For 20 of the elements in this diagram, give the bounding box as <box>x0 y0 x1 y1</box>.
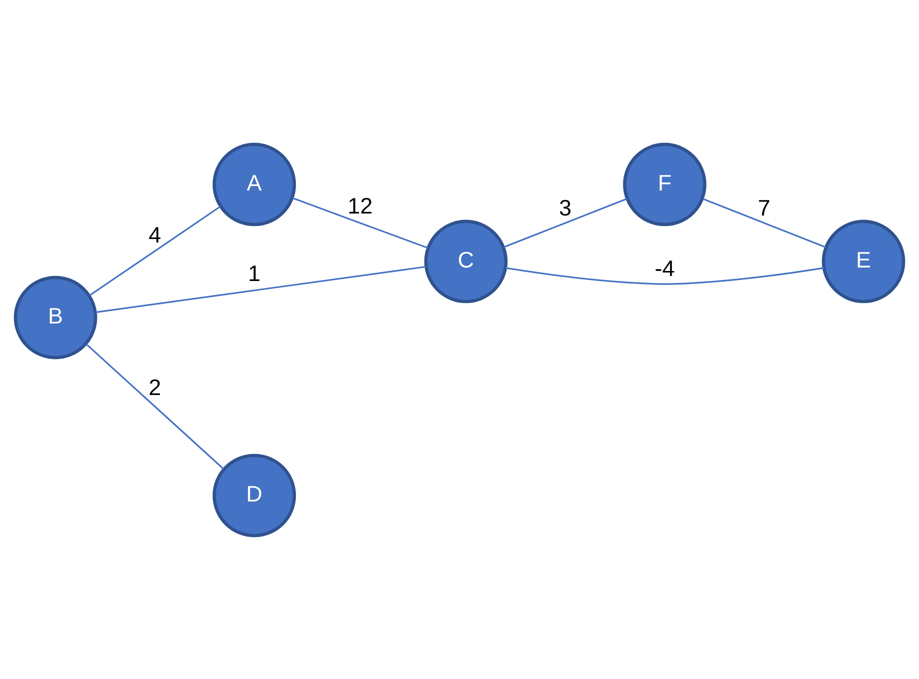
connector <box>504 197 628 248</box>
connector <box>702 198 826 248</box>
node-circle: A <box>212 142 296 226</box>
connector <box>85 342 224 470</box>
node-circle: B <box>14 275 98 359</box>
edge-label: 3 <box>559 194 572 220</box>
edge-label: 2 <box>148 374 162 400</box>
connector <box>505 266 824 284</box>
node-circle: D <box>212 453 296 537</box>
connector <box>88 205 221 296</box>
node-circle: C <box>424 219 508 303</box>
edge-label: -4 <box>654 256 675 281</box>
edge-label: 4 <box>148 222 162 248</box>
node-circle: F <box>623 142 706 226</box>
connector <box>95 265 426 313</box>
edge-label: 12 <box>348 193 373 218</box>
edge-label: 1 <box>248 260 261 286</box>
connector <box>292 196 428 248</box>
edge-label: 7 <box>758 194 770 220</box>
node-circle: E <box>822 219 906 303</box>
